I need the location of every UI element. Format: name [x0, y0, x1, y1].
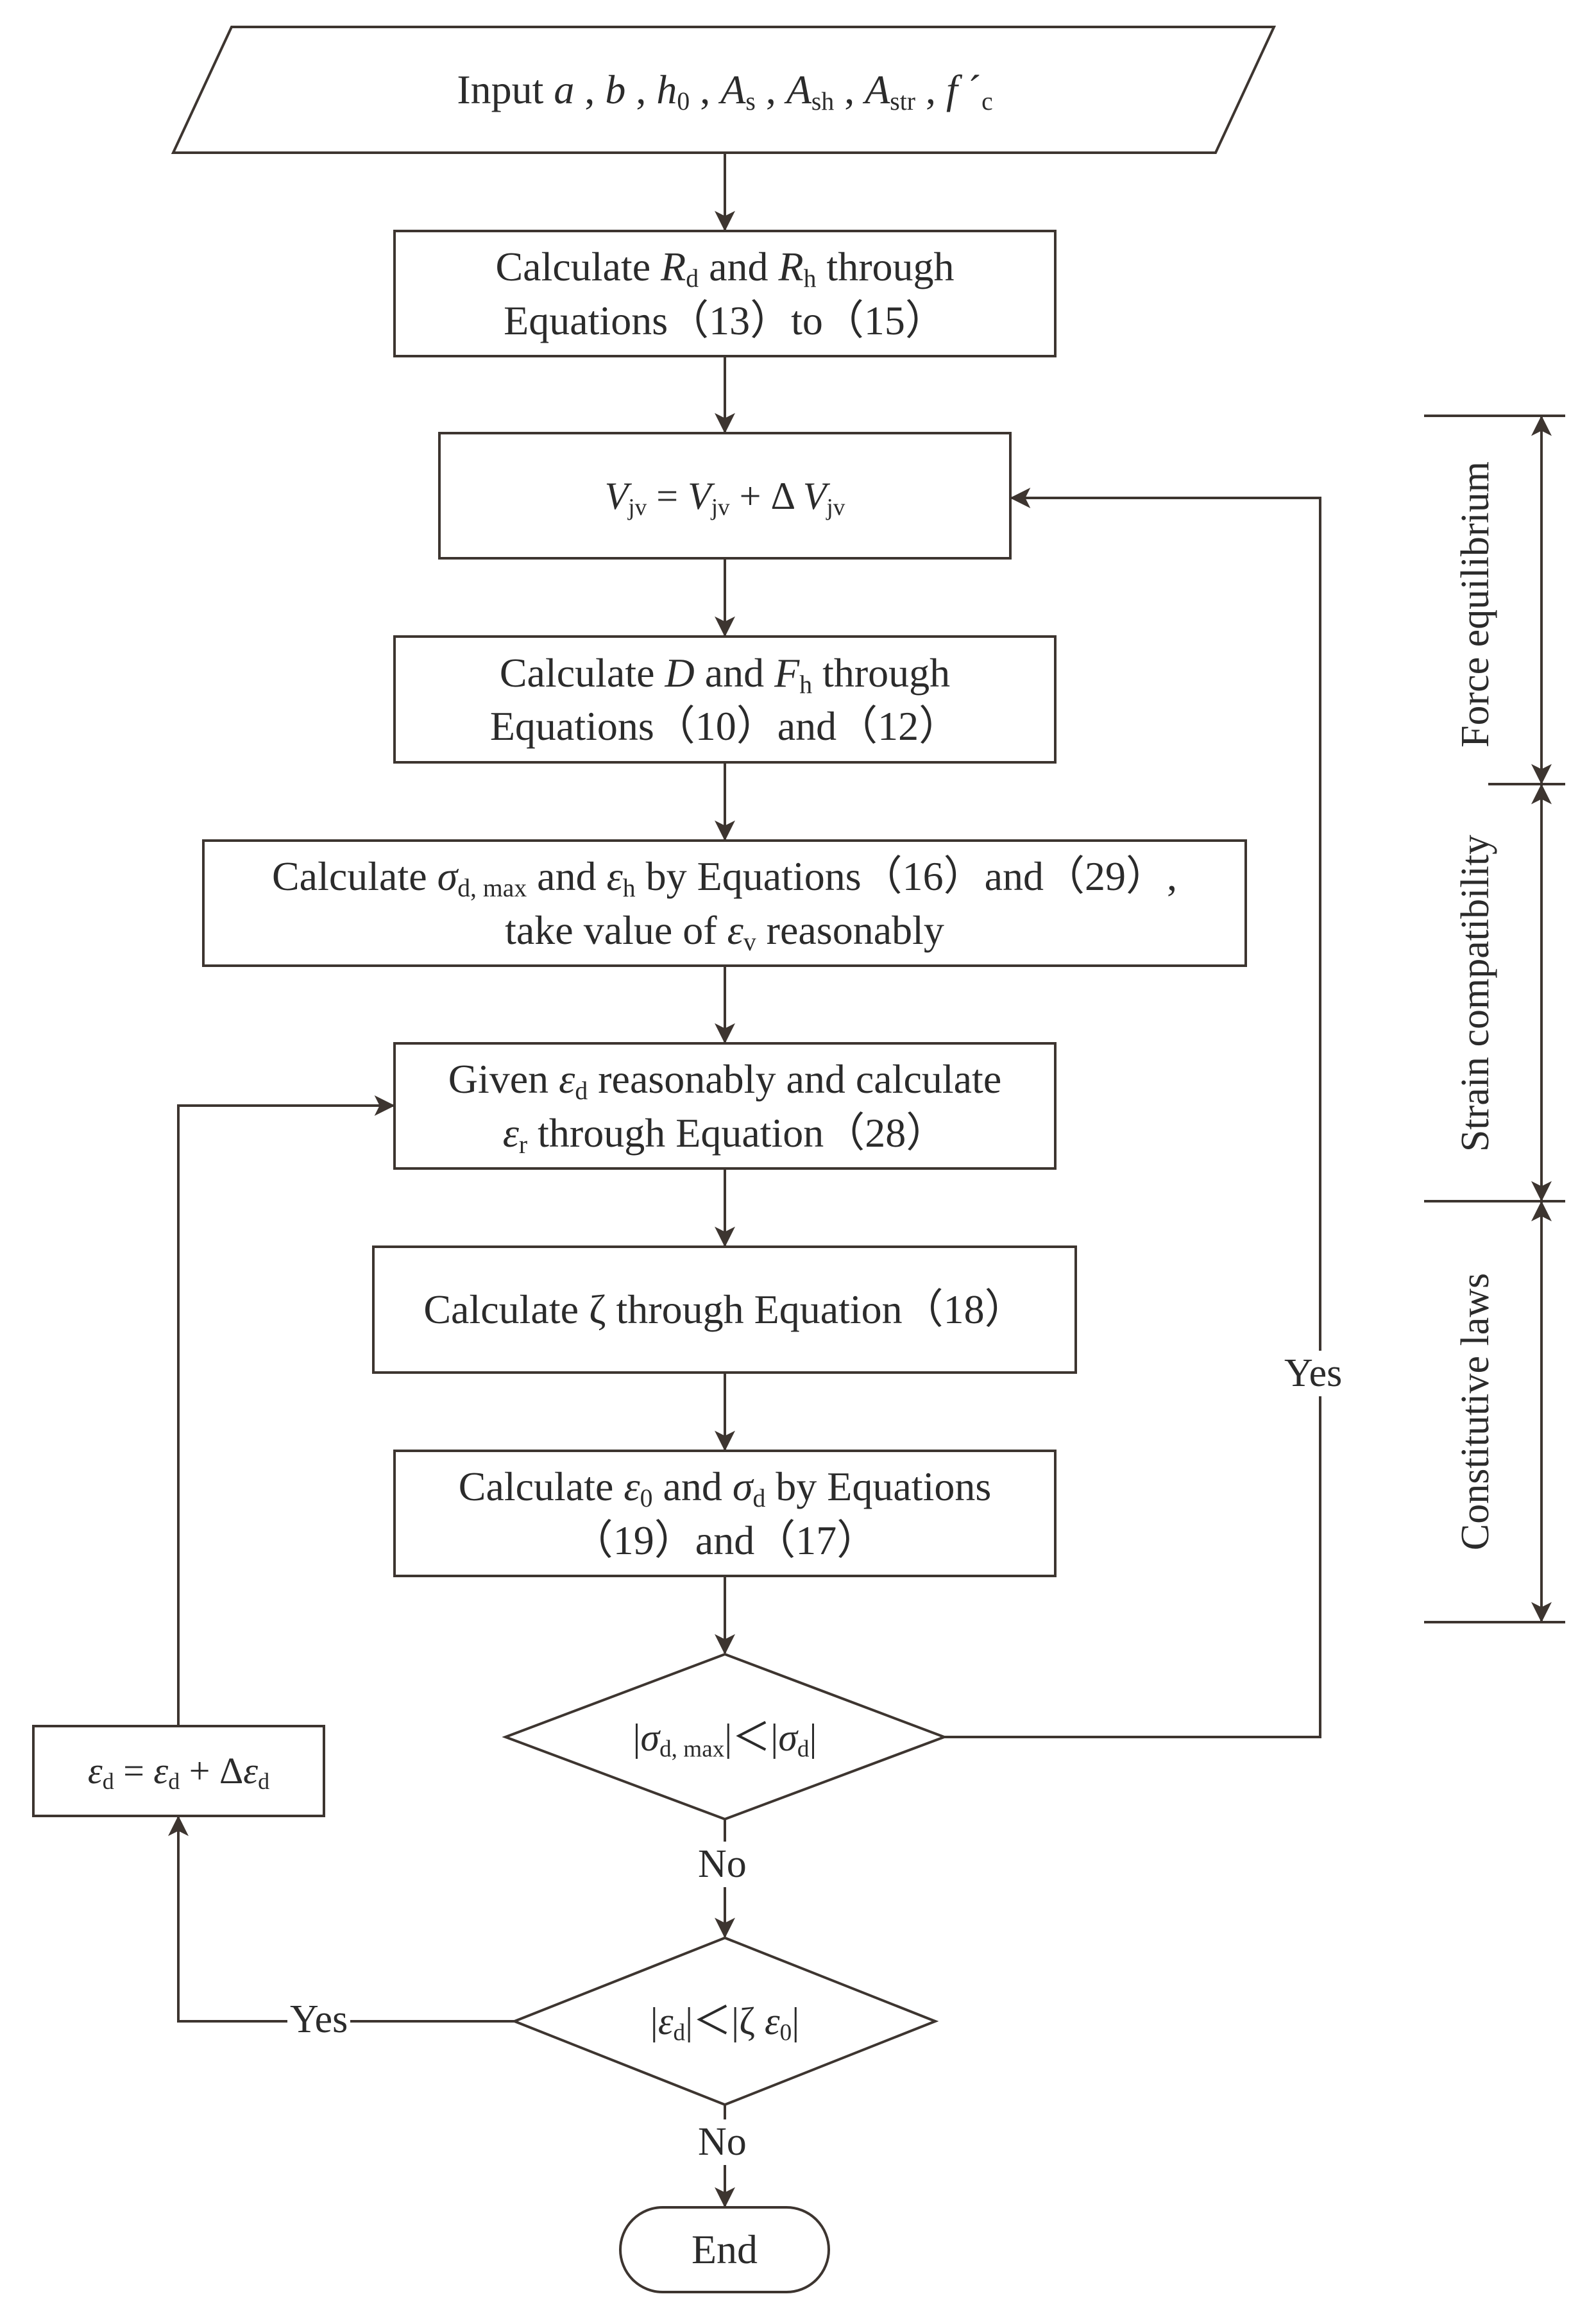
label-line: Equations（13）to（15） [504, 297, 946, 343]
label-line: |εd|＜|ζ ε0| [650, 2000, 800, 2046]
label-line: Calculate σd, max and εh by Equations（16… [271, 853, 1178, 903]
eps-update-text: εd = εd + Δεd [88, 1747, 269, 1795]
edge-label-no-2: No [695, 2119, 749, 2165]
calc-sigma-label: Calculate σd, max and εh by Equations（16… [203, 841, 1246, 966]
side-label-strain-compatibility: Strain compatibility [1454, 834, 1497, 1152]
v-update-text: Vjv = Vjv + Δ Vjv [605, 471, 845, 521]
label-line: Input a , b , h0 , As , Ash , Astr , f ´… [457, 67, 993, 116]
label-line: |σd, max|＜|σd| [632, 1716, 817, 1762]
calc-zeta-label: Calculate ζ through Equation（18） [373, 1247, 1076, 1373]
input-label: Input a , b , h0 , As , Ash , Astr , f ´… [205, 27, 1244, 153]
edge-label-yes-right: Yes [1282, 1351, 1345, 1396]
calc-eps0-label: Calculate ε0 and σd by Equations（19）and（… [395, 1451, 1055, 1576]
label-line: Given εd reasonably and calculate [448, 1056, 1002, 1106]
eps-update-label: εd = εd + Δεd [33, 1726, 324, 1816]
arrow-yes-loop-to-eps-update [168, 1815, 514, 2023]
label-line: Vjv = Vjv + Δ Vjv [604, 474, 845, 520]
end-label: End [620, 2207, 829, 2292]
decision2-text: |εd|＜|ζ ε0| [650, 1996, 799, 2046]
arrow-eps-update-to-given-eps [177, 1095, 395, 1726]
side-label-force-equilibrium: Force equilibrium [1454, 461, 1497, 748]
edge-label-yes-left: Yes [287, 1997, 351, 2042]
calc-eps0-text: Calculate ε0 and σd by Equations（19）and（… [459, 1460, 992, 1566]
input-parallelogram [171, 26, 1277, 154]
decision2-label: |εd|＜|ζ ε0| [552, 1967, 898, 2076]
decision1-label: |σd, max|＜|σd| [539, 1681, 911, 1793]
label-line: Calculate ε0 and σd by Equations [458, 1464, 992, 1513]
label-line: Calculate D and Fh through [499, 649, 951, 699]
calc-sigma-text: Calculate σd, max and εh by Equations（16… [272, 850, 1177, 956]
edge-label-no-1: No [695, 1842, 749, 1887]
decision1-text: |σd, max|＜|σd| [632, 1713, 817, 1763]
v-update-label: Vjv = Vjv + Δ Vjv [439, 433, 1010, 558]
label-line: εr through Equation（28） [502, 1109, 947, 1159]
label-line: Calculate ζ through Equation（18） [423, 1287, 1026, 1333]
side-label-constitutive-laws: Constitutive laws [1454, 1272, 1497, 1551]
end-text: End [692, 2223, 758, 2276]
arrow-yes-loop-to-v-update [944, 488, 1321, 1738]
label-line: Equations（10）and（12） [489, 703, 960, 749]
label-line: take value of εv reasonably [505, 907, 944, 956]
label-line: （19）and（17） [572, 1517, 878, 1563]
label-line: End [691, 2227, 758, 2273]
label-line: εd = εd + Δεd [87, 1750, 270, 1795]
label-line: Calculate Rd and Rh through [495, 244, 955, 293]
calc-zeta-text: Calculate ζ through Equation（18） [423, 1283, 1025, 1336]
input-text: Input a , b , h0 , As , Ash , Astr , f ´… [457, 63, 992, 116]
